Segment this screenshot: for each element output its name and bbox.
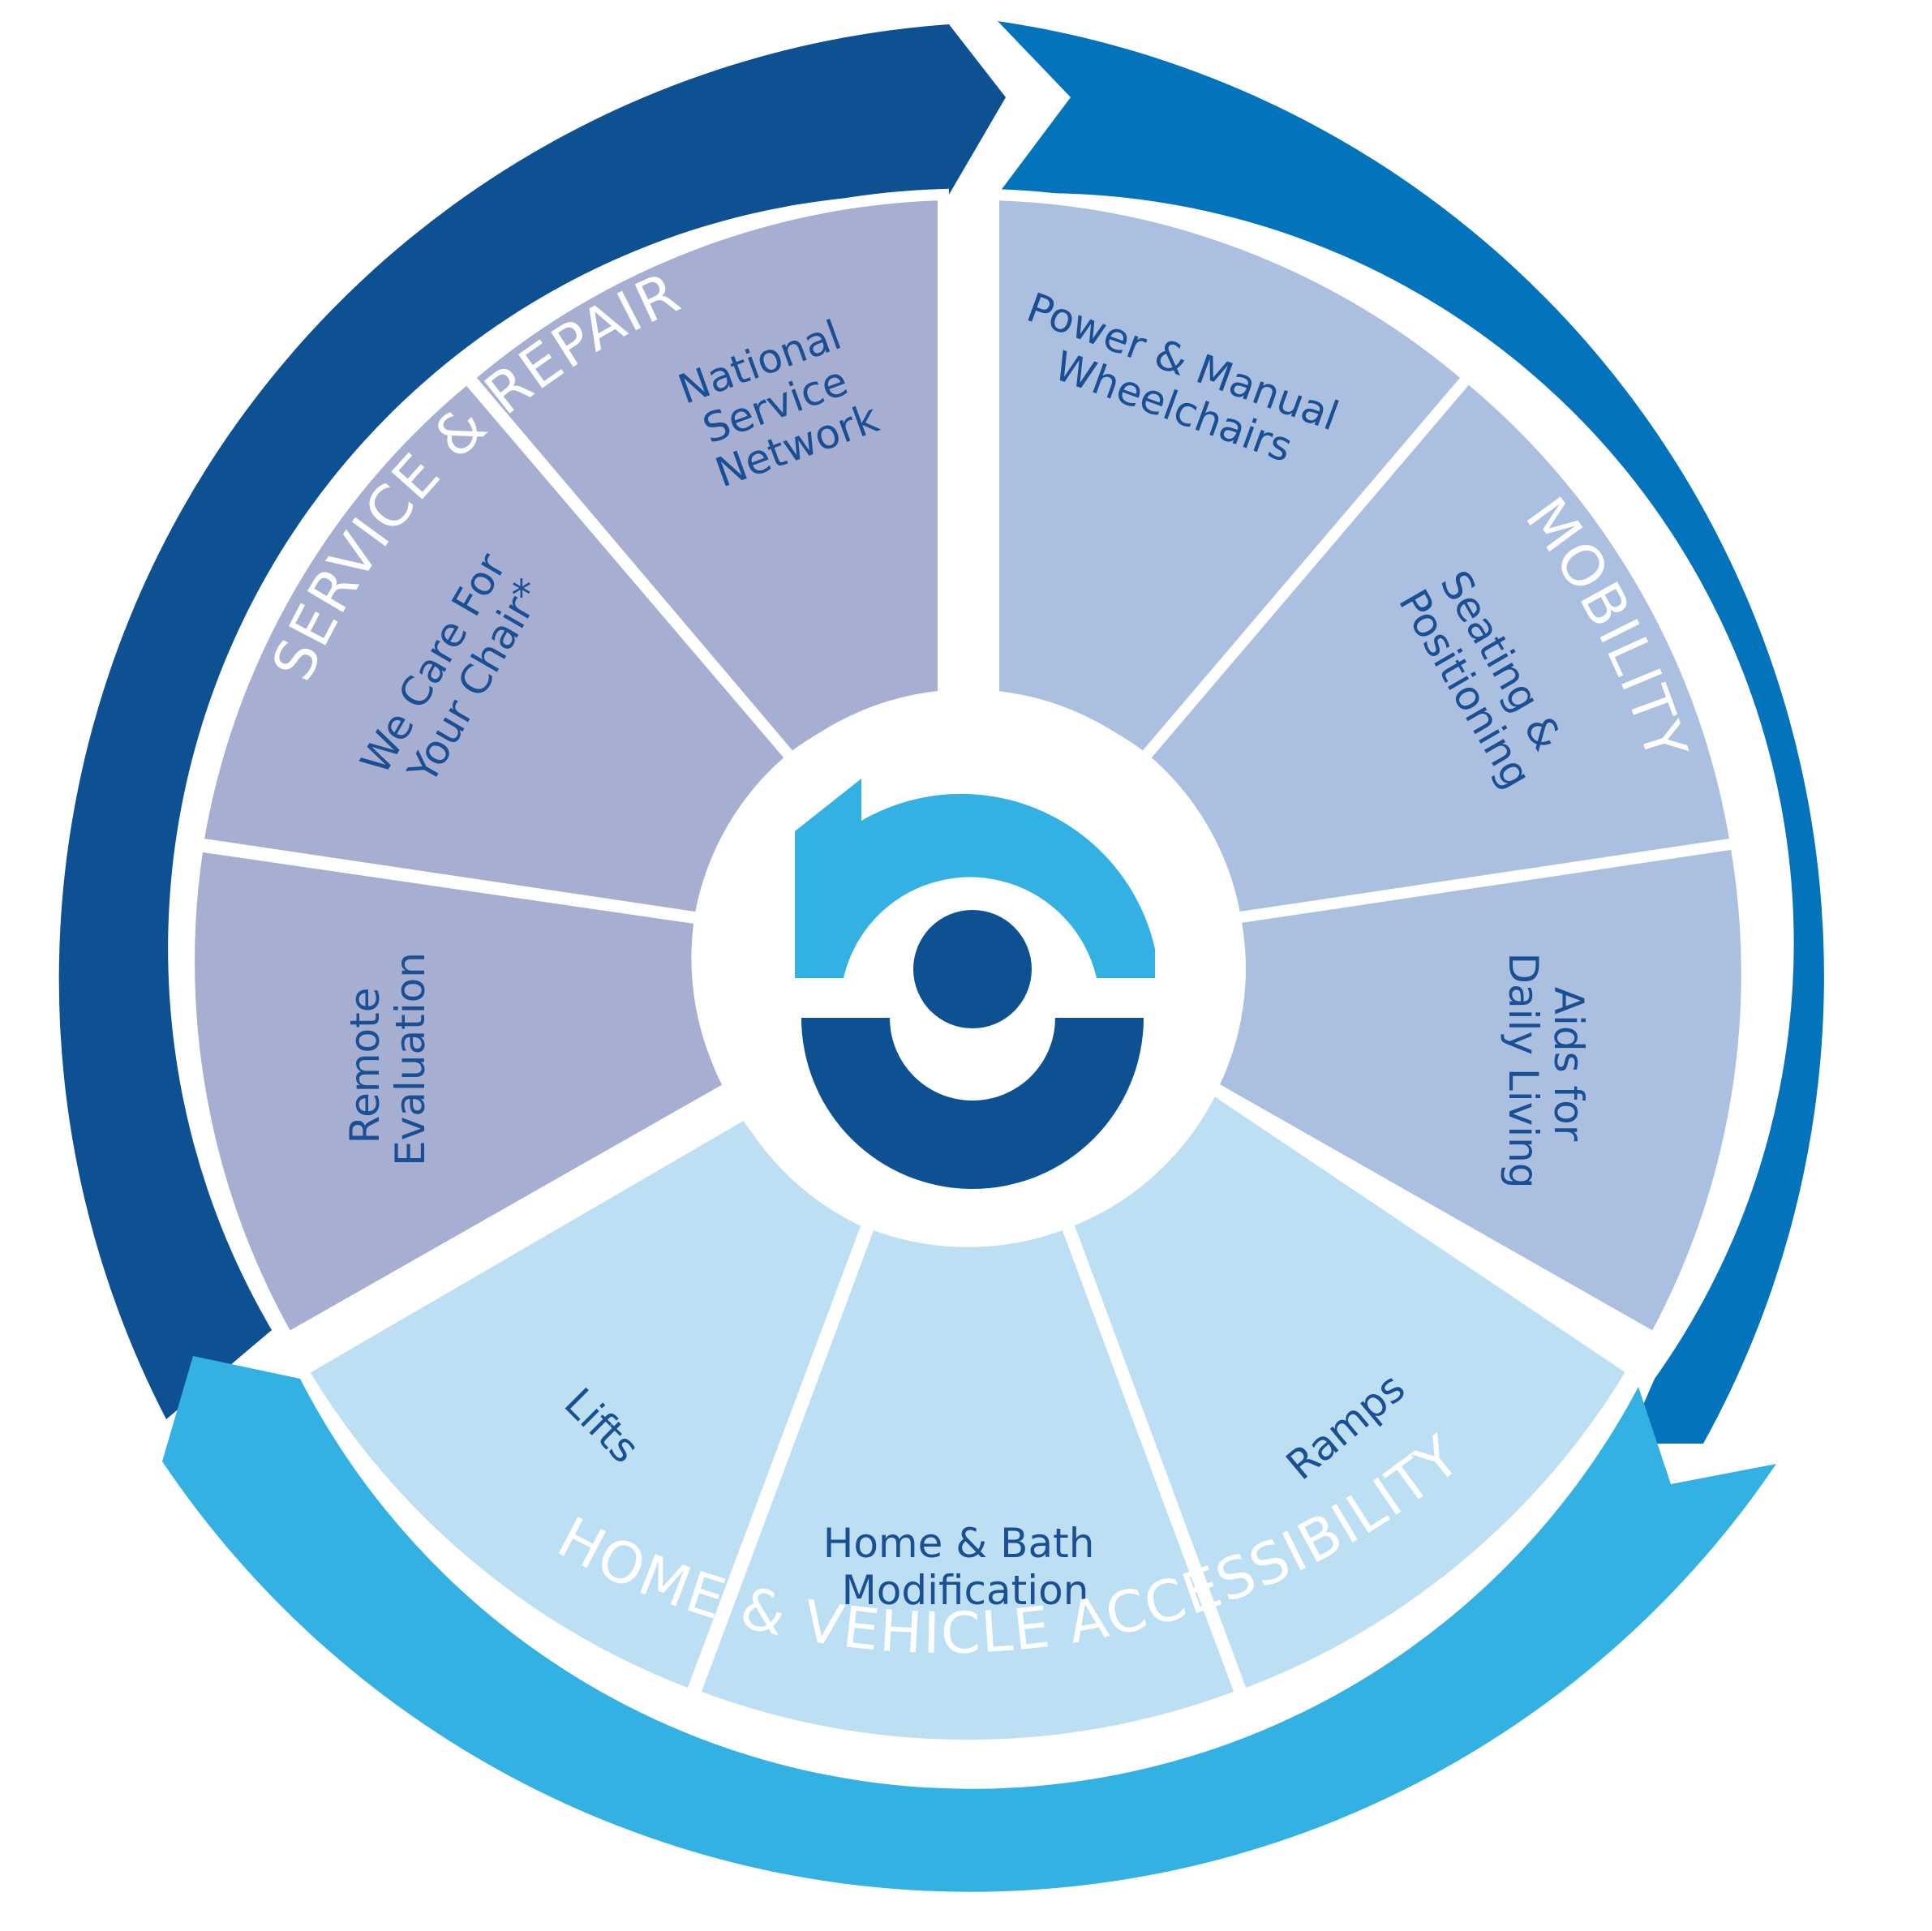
brand-b-logo-icon bbox=[795, 779, 1155, 1189]
segment-home-bath-modification bbox=[687, 1215, 1248, 1752]
label-aids-for-daily-living: Aids for Daily Living bbox=[1500, 952, 1592, 1188]
segment-ramps bbox=[1060, 1079, 1641, 1703]
service-repair-arc bbox=[58, 24, 1006, 1419]
home-vehicle-arc bbox=[162, 1356, 1776, 1892]
label-remote-evaluation: Remote Evaluation bbox=[341, 952, 434, 1166]
mobility-arc bbox=[998, 21, 1824, 1444]
label-national-service-network: National Service Network bbox=[672, 307, 891, 498]
outer-ring bbox=[58, 21, 1824, 1892]
label-home-bath-modification: Home & Bath Modification bbox=[823, 1520, 1108, 1614]
segments bbox=[183, 188, 1753, 1752]
